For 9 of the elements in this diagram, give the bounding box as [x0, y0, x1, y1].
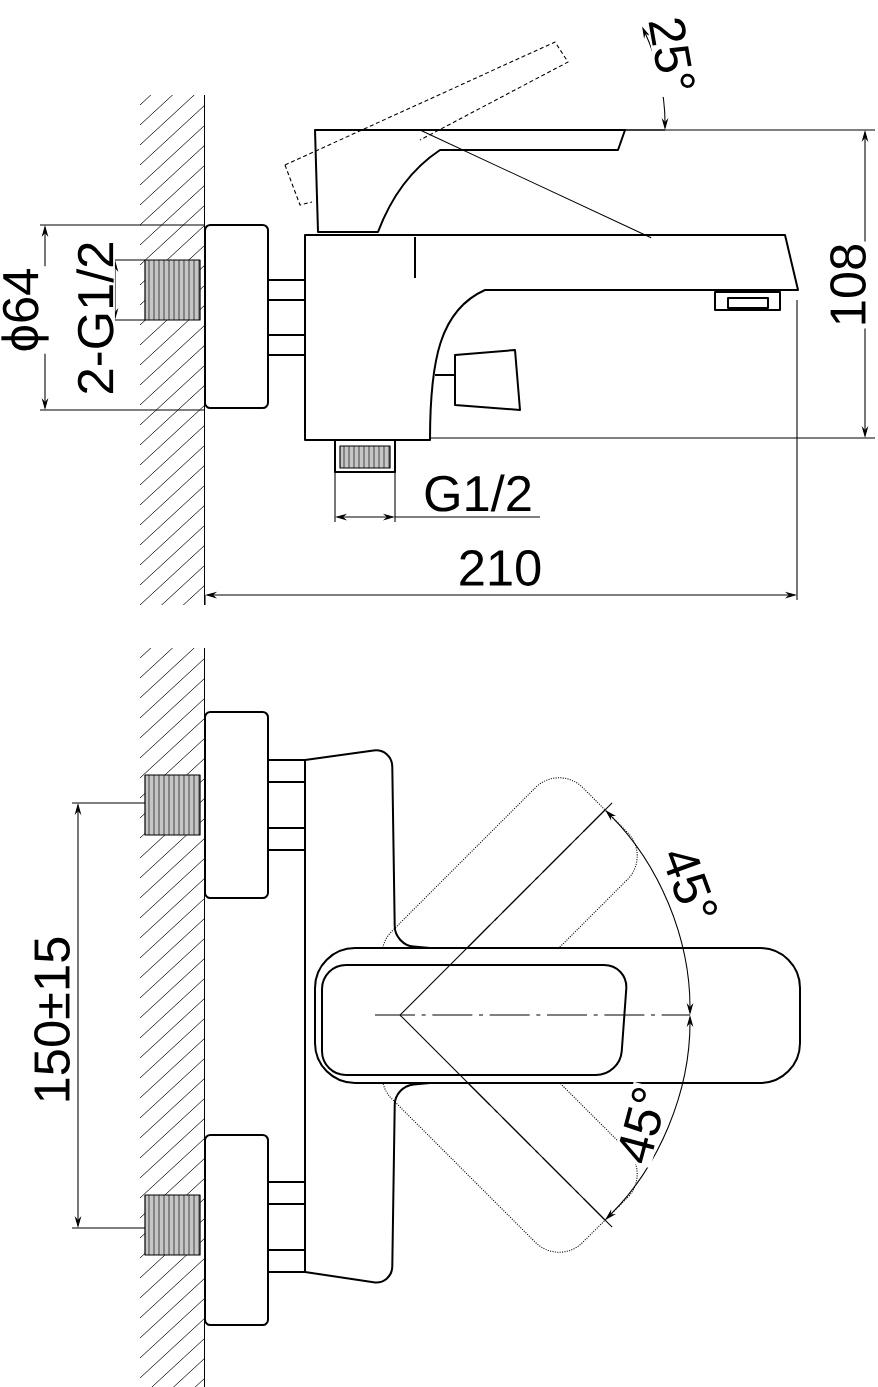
- dimension-label: 25°: [646, 12, 698, 98]
- dimension-label: G1/2: [421, 473, 535, 513]
- dimension-label: 150±15: [32, 934, 72, 1106]
- dimension-label: 210: [456, 548, 544, 588]
- dimension-label: ϕ64: [0, 266, 50, 354]
- dimension-label: 45°: [613, 1081, 671, 1169]
- dimension-label: 45°: [658, 841, 722, 929]
- dimension-label: 108: [828, 241, 868, 329]
- dimension-label: 2-G1/2: [75, 239, 115, 397]
